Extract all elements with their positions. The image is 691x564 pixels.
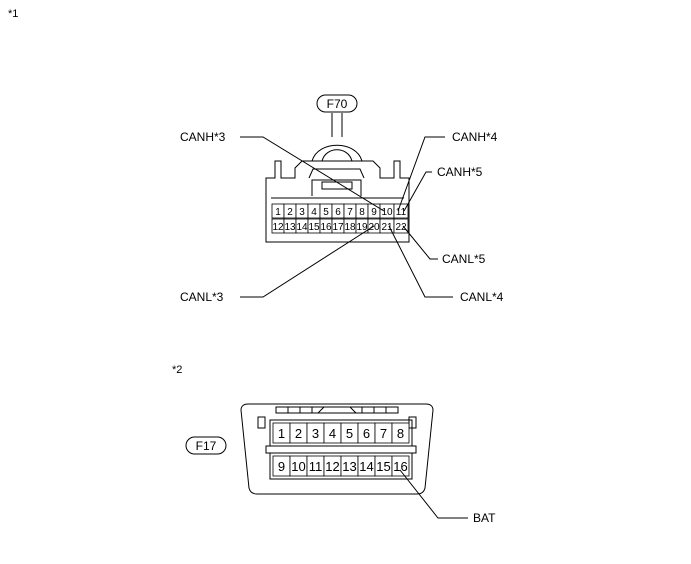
f70-pin-label: 19 (356, 222, 368, 233)
f17-pin-label: 16 (393, 459, 407, 474)
label-canl5: CANL*5 (442, 252, 486, 266)
f17-pin-label: 4 (329, 426, 336, 441)
leader-canl4 (388, 225, 453, 298)
f17-pin-cell (391, 422, 410, 444)
label-canl3: CANL*3 (180, 290, 224, 304)
label-canh4: CANH*4 (452, 130, 498, 144)
f17-pin-label: 5 (346, 426, 353, 441)
f70-pin-label: 21 (381, 222, 393, 233)
f17-left-key (257, 416, 266, 429)
f70-pin-label: 14 (296, 222, 308, 233)
note-2: *2 (172, 364, 182, 376)
leader-bat (399, 469, 468, 519)
f70-pin-label: 22 (395, 222, 407, 233)
connector-f17: F17 1 2 3 (185, 403, 496, 525)
f70-pin-label: 7 (347, 207, 353, 218)
f17-pin-label: 10 (291, 459, 305, 474)
f70-latch-window (321, 181, 353, 190)
f17-top-strip (275, 406, 399, 414)
f70-pin-label: 1 (275, 207, 281, 218)
f70-pin-row-1: 1 2 3 4 5 6 7 8 9 10 11 (271, 203, 409, 219)
f17-pin-label: 7 (380, 426, 387, 441)
leader-canh4 (397, 136, 445, 212)
f17-id-badge (185, 436, 227, 455)
f70-pin-label: 3 (299, 207, 305, 218)
f70-id-badge (316, 94, 358, 113)
f70-pin-cell (393, 218, 409, 234)
f17-pin-label: 13 (342, 459, 356, 474)
f70-pin-label: 4 (311, 207, 317, 218)
connector-f70: F70 1 2 3 4 (180, 94, 504, 304)
label-bat: BAT (473, 511, 496, 525)
f70-pin-label: 20 (368, 222, 380, 233)
f17-pin-label: 12 (325, 459, 339, 474)
f70-pin-label: 16 (320, 222, 332, 233)
f70-pin-label: 11 (396, 207, 407, 218)
leader-canl5 (402, 225, 438, 260)
f70-pin-label: 18 (344, 222, 356, 233)
f70-pin-row-2: 12 13 14 15 16 17 18 19 20 21 22 (271, 218, 409, 234)
f17-pin-label: 1 (278, 426, 285, 441)
f70-pin-label: 5 (323, 207, 329, 218)
f17-pin-row-2: 9 10 11 12 13 14 15 16 (269, 452, 413, 480)
f70-pin-label: 12 (272, 222, 284, 233)
f17-pin-label: 11 (309, 459, 323, 474)
label-canl4: CANL*4 (460, 290, 504, 304)
f17-id: F17 (196, 439, 217, 453)
f17-pin-cell (391, 455, 410, 477)
f17-pin-label: 2 (295, 426, 302, 441)
f70-pin-label: 9 (371, 207, 377, 218)
label-canh3: CANH*3 (180, 130, 226, 144)
f17-pin-label: 15 (376, 459, 390, 474)
f17-divider (265, 445, 417, 454)
f17-pin-label: 8 (397, 426, 404, 441)
f70-pin-label: 2 (287, 207, 293, 218)
f70-pin-label: 17 (332, 222, 344, 233)
f70-latch (308, 168, 365, 196)
f70-pin-label: 6 (335, 207, 341, 218)
f70-pin-label: 10 (381, 207, 393, 218)
f17-pin-label: 6 (363, 426, 370, 441)
f17-pin-label: 14 (359, 459, 373, 474)
f70-leader-lines (240, 136, 453, 298)
f17-pin-label: 9 (278, 459, 285, 474)
f70-pin-label: 8 (359, 207, 365, 218)
f70-id: F70 (327, 97, 348, 111)
f70-pin-label: 15 (308, 222, 320, 233)
f17-pin-label: 3 (312, 426, 319, 441)
f17-pin-row-1: 1 2 3 4 5 6 7 8 (269, 419, 413, 447)
f70-wire-bundle (311, 113, 363, 162)
f70-pin-label: 13 (284, 222, 296, 233)
label-canh5: CANH*5 (437, 165, 483, 179)
f70-housing (265, 160, 410, 243)
leader-canh5 (403, 171, 432, 212)
leader-canl3 (240, 225, 375, 298)
note-1: *1 (8, 8, 18, 20)
f17-housing (240, 403, 434, 495)
leader-canh3 (240, 136, 385, 212)
